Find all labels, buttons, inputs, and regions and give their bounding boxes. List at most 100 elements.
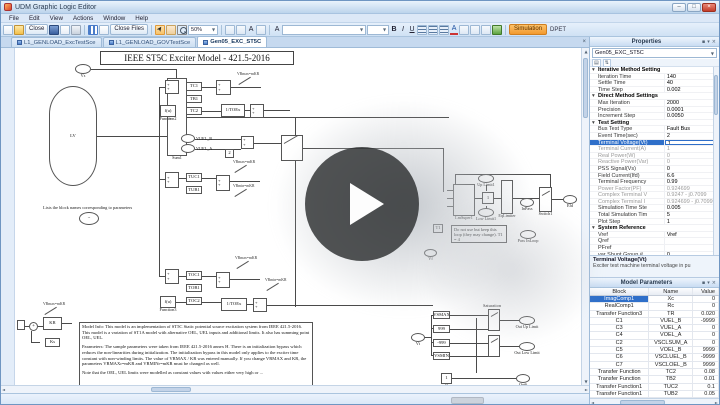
diagram-block-lmsuper1[interactable]: LmSuper1: [453, 184, 475, 220]
sort-icon[interactable]: ⇅: [602, 58, 611, 67]
diagram-block-sum[interactable]: + +: [241, 136, 254, 149]
diagram-block-up-limit1[interactable]: Up Limit1: [477, 174, 495, 187]
tab-l1-genload-govtestsce[interactable]: L1_GENLOAD_GOVTestSce: [102, 37, 197, 47]
new-icon[interactable]: [3, 24, 13, 35]
menu-window[interactable]: Window: [103, 14, 126, 22]
column-header-name[interactable]: Name: [649, 288, 694, 295]
canvas-vertical-scrollbar[interactable]: ▲ ▼: [581, 48, 589, 385]
diagram-block-sum[interactable]: + +: [216, 175, 230, 191]
property-row-qref[interactable]: Qref: [590, 238, 719, 246]
property-category-test-setting[interactable]: ▾Test Setting: [590, 119, 719, 127]
scroll-thumb[interactable]: [714, 75, 718, 115]
scroll-thumb[interactable]: [620, 400, 665, 404]
diagram-block-2[interactable]: 2: [225, 149, 234, 158]
diagram-block-tub1[interactable]: TUB1: [186, 186, 202, 194]
property-row-var-shunt-group-[interactable]: var Shunt Group #0: [590, 251, 719, 255]
video-play-button[interactable]: [305, 147, 419, 261]
diagram-block-tc1[interactable]: TC1: [186, 82, 202, 91]
italic-button[interactable]: I: [402, 25, 404, 33]
cursor-icon[interactable]: [155, 24, 166, 35]
diagram-block-rect[interactable]: [17, 320, 25, 330]
diagram-block-f-u-[interactable]: f(u)Function3: [160, 296, 176, 312]
open-icon[interactable]: [14, 24, 24, 35]
diagram-block-1[interactable]: 1: [482, 192, 494, 204]
tab-gen05-exc-st5c[interactable]: Gen05_EXC_ST5C: [197, 36, 268, 47]
align-center-icon[interactable]: [428, 24, 439, 35]
property-category-iterative-method-setting[interactable]: ▾Iterative Method Setting: [590, 67, 719, 74]
minimize-button[interactable]: –: [672, 2, 686, 12]
diagram-block-t1[interactable]: T1: [433, 224, 443, 233]
diagram-block-999[interactable]: -999: [433, 339, 450, 347]
diagram-block-[interactable]: ~: [79, 212, 99, 225]
gain-icon[interactable]: [225, 24, 236, 35]
property-row-terminal-voltage-vt-[interactable]: Terminal Voltage(Vt)1: [590, 139, 719, 147]
property-row-terminal-current-a-[interactable]: Terminal Current(A)1: [590, 146, 719, 153]
diagram-block-lv[interactable]: LV: [49, 86, 97, 186]
diagram-block-kr[interactable]: KR: [43, 317, 62, 330]
close-icon[interactable]: ×: [711, 279, 716, 286]
diagram-block-efd[interactable]: Efd: [563, 195, 577, 208]
font-icon[interactable]: A: [248, 25, 254, 33]
diagram-block-sum[interactable]: + +: [165, 80, 179, 94]
tab-l1-genload-exctestsce[interactable]: L1_GENLOAD_ExcTestSce: [11, 37, 102, 47]
scroll-up-icon[interactable]: ▲: [584, 49, 588, 54]
diagram-block-ks[interactable]: Ks: [45, 338, 60, 347]
hand-icon[interactable]: [166, 24, 177, 35]
diagram-block-toc1[interactable]: TOC1: [186, 271, 202, 280]
tab-close-icon[interactable]: ×: [582, 39, 586, 45]
diagram-block-eqlimiter[interactable]: EqLimiter: [498, 180, 516, 218]
diagram-block-switch[interactable]: [488, 309, 500, 331]
close-icon[interactable]: ×: [711, 38, 716, 45]
diagram-block-sum[interactable]: + +: [165, 269, 179, 284]
image-icon[interactable]: [492, 24, 503, 35]
print-icon[interactable]: [71, 24, 82, 35]
diagram-block-sum[interactable]: + +: [165, 172, 179, 188]
sum-icon[interactable]: [236, 24, 247, 35]
scroll-right-icon[interactable]: ►: [584, 387, 588, 392]
diagram-block-low-limit1[interactable]: Low Limit1: [476, 208, 496, 221]
scroll-left-icon[interactable]: ◄: [591, 400, 595, 405]
canvas-horizontal-scrollbar[interactable]: ◄ ►: [1, 385, 589, 393]
diagram-block-999[interactable]: 999: [433, 325, 450, 333]
diagram-block-oval[interactable]: VUEL_B: [181, 134, 212, 143]
diagram-block-tob1[interactable]: TOB1: [186, 284, 202, 292]
close-button[interactable]: ×: [702, 2, 716, 12]
menu-edit[interactable]: Edit: [28, 14, 40, 22]
diagram-block-sum[interactable]: + +: [253, 298, 267, 312]
font-color-button[interactable]: A: [450, 25, 459, 35]
property-row-field-current-ifd-[interactable]: Field Current(Ifd)6.6: [590, 172, 719, 180]
diagram-block-1-toex[interactable]: 1/TOEx: [221, 298, 247, 311]
diagram-block-inpass[interactable]: InPass: [520, 198, 534, 211]
scroll-down-icon[interactable]: ▼: [584, 379, 588, 384]
maximize-button[interactable]: □: [687, 2, 701, 12]
close-files-button[interactable]: Close Files: [110, 24, 149, 35]
menu-actions[interactable]: Actions: [72, 14, 94, 22]
diagram-block-1-toex[interactable]: 1/TOEx: [221, 104, 245, 117]
property-row-real-power-w-[interactable]: Real Power(W)0: [590, 152, 719, 160]
diagram-block-vs[interactable]: Vs: [75, 64, 91, 78]
pin-icon[interactable]: ▪: [701, 38, 706, 45]
diagram-block-[interactable]: +: [29, 322, 38, 331]
menu-view[interactable]: View: [49, 14, 63, 22]
diagram-note[interactable]: Do not use but keep this loop (they may …: [451, 225, 507, 243]
diagram-block-sum[interactable]: + +: [250, 104, 264, 118]
arrow-icon[interactable]: [459, 24, 470, 35]
zoom-icon[interactable]: [177, 24, 188, 35]
